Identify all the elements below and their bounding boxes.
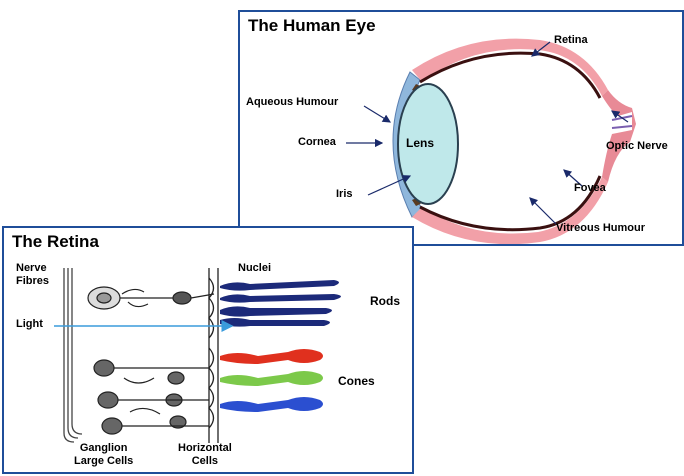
- label-cones: Cones: [338, 374, 375, 388]
- label-fovea: Fovea: [574, 182, 606, 194]
- retina-cells-diagram: [4, 228, 412, 472]
- eyeball-wall: [412, 39, 608, 96]
- ganglion-cell-top: [88, 287, 214, 309]
- label-aqueous-humour: Aqueous Humour: [246, 96, 338, 108]
- rod-3: [220, 306, 332, 316]
- label-horizontal-cells: Horizontal Cells: [178, 442, 232, 468]
- label-light: Light: [16, 318, 43, 330]
- label-iris: Iris: [336, 188, 353, 200]
- label-nuclei: Nuclei: [238, 262, 271, 274]
- retina-panel: The Retina: [2, 226, 414, 474]
- rod-2: [220, 294, 341, 303]
- label-ganglion-large-cells: Ganglion Large Cells: [74, 442, 133, 468]
- eye-cross-section: [240, 12, 682, 244]
- optic-nerve-shape: [602, 90, 636, 182]
- label-rods: Rods: [370, 294, 400, 308]
- cone-red: [220, 349, 323, 364]
- label-cornea: Cornea: [298, 136, 336, 148]
- rod-4: [220, 318, 330, 327]
- label-nerve-fibres: Nerve Fibres: [16, 262, 49, 288]
- rod-cells: [220, 280, 341, 327]
- label-optic-nerve: Optic Nerve: [606, 140, 668, 152]
- cone-blue: [220, 397, 323, 412]
- nerve-fibres: [64, 268, 82, 442]
- human-eye-panel: The Human Eye: [238, 10, 684, 246]
- cone-green: [220, 371, 323, 386]
- ganglion-large-cells: [94, 360, 209, 434]
- rod-1: [220, 280, 339, 291]
- label-retina: Retina: [554, 34, 588, 46]
- label-vitreous-humour: Vitreous Humour: [556, 222, 645, 234]
- label-lens: Lens: [406, 136, 434, 150]
